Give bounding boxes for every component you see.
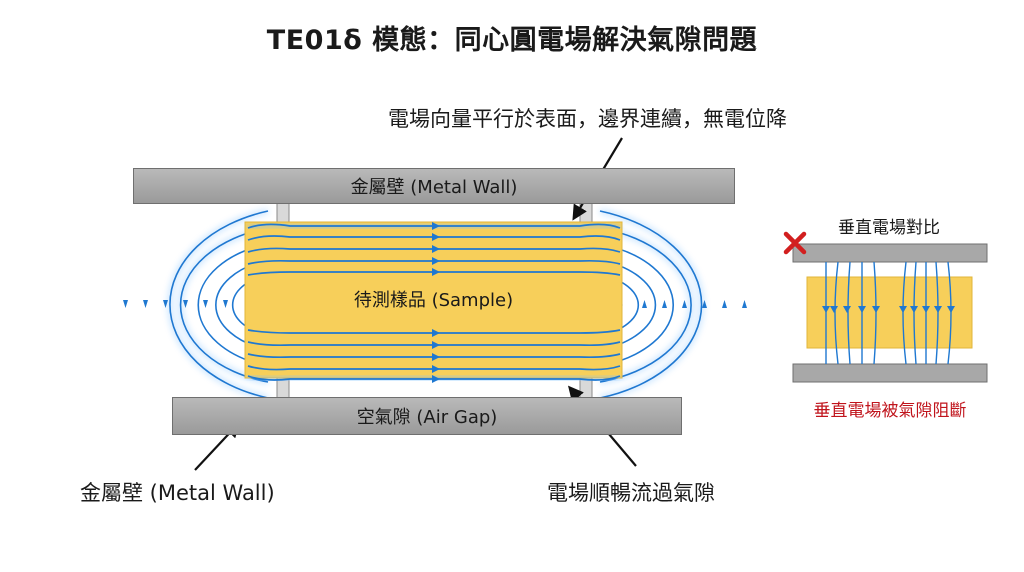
top-callout: 電場向量平行於表面，邊界連續，無電位降 — [388, 107, 787, 131]
page-title: TE01δ 模態：同心圓電場解決氣隙問題 — [266, 25, 758, 56]
sample-field-arrows-bottom — [432, 329, 440, 383]
top-wall-label: 金屬壁 (Metal Wall) — [350, 177, 518, 198]
comparison-sample — [806, 276, 973, 349]
right-loop-arrows — [642, 300, 747, 308]
comparison-bottom-wall — [792, 363, 988, 383]
left-field-loops — [168, 209, 269, 400]
top-metal-wall: 金屬壁 (Metal Wall) — [133, 168, 735, 204]
right-callout: 電場順暢流過氣隙 — [547, 481, 715, 505]
comparison-vertical-field-lines — [825, 261, 952, 365]
bottom-wall-label: 空氣隙 (Air Gap) — [356, 407, 498, 428]
comparison-caption: 垂直電場被氣隙阻斷 — [813, 401, 967, 421]
comparison-top-wall — [792, 243, 988, 263]
comparison-title: 垂直電場對比 — [838, 218, 940, 238]
sample-label: 待測樣品 (Sample) — [353, 290, 514, 311]
comparison-inset — [783, 231, 988, 383]
comparison-field-arrows — [822, 306, 955, 313]
left-loop-arrows — [123, 300, 228, 308]
sample-field-arrows-top — [432, 222, 440, 276]
left-callout: 金屬壁 (Metal Wall) — [80, 481, 275, 505]
bottom-air-gap-wall: 空氣隙 (Air Gap) — [172, 397, 682, 435]
cross-icon — [783, 231, 807, 255]
